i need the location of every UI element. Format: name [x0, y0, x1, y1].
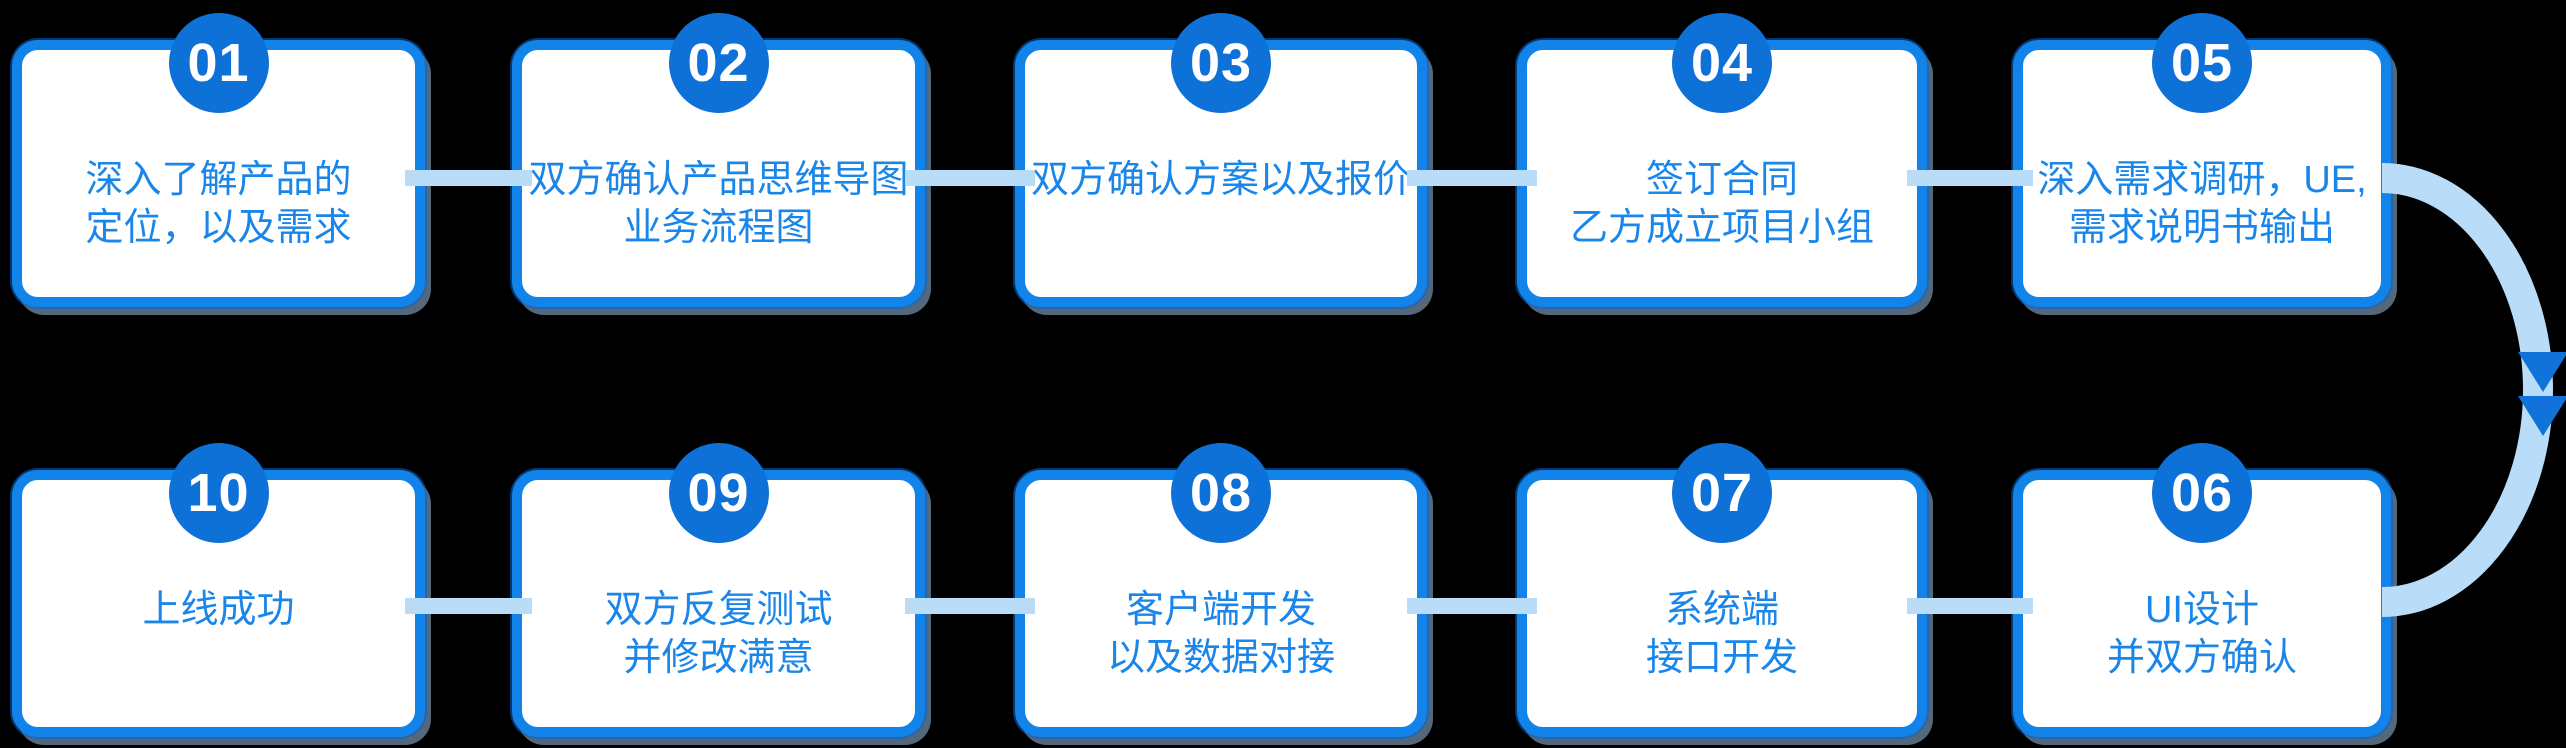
step-card-02: 02 双方确认产品思维导图 业务流程图	[512, 13, 925, 307]
connector-line	[1907, 170, 2033, 186]
step-text-line: 双方确认方案以及报价	[1030, 159, 1411, 201]
step-text-line: 乙方成立项目小组	[1569, 207, 1874, 249]
step-text-line: 接口开发	[1645, 637, 1798, 679]
step-text: 双方反复测试 并修改满意	[522, 586, 915, 682]
step-card-07: 07 系统端 接口开发	[1517, 443, 1927, 737]
step-text-line: 双方确认产品思维导图	[528, 159, 909, 201]
arrow-head-icon	[2518, 352, 2566, 392]
connector-line	[1407, 598, 1537, 614]
step-text-line: 并双方确认	[2106, 637, 2297, 679]
step-number-badge: 08	[1171, 443, 1271, 543]
step-text: 客户端开发 以及数据对接	[1025, 586, 1417, 682]
connector-line	[405, 598, 532, 614]
connector-line	[1907, 598, 2033, 614]
step-text-line: UI设计	[2144, 589, 2259, 631]
step-card-03: 03 双方确认方案以及报价	[1015, 13, 1427, 307]
step-card-09: 09 双方反复测试 并修改满意	[512, 443, 925, 737]
step-number-badge: 03	[1171, 13, 1271, 113]
step-number-badge: 05	[2152, 13, 2252, 113]
step-card-10: 10 上线成功	[12, 443, 425, 737]
step-text-line: 上线成功	[142, 589, 295, 631]
loop-arrow-curve	[2381, 163, 2553, 617]
step-text-line: 定位，以及需求	[85, 207, 352, 249]
step-text: 系统端 接口开发	[1527, 586, 1917, 682]
step-text-line: 深入需求调研，UE,	[2037, 159, 2367, 201]
step-number-badge: 09	[668, 443, 769, 543]
step-number-badge: 02	[668, 13, 769, 113]
step-text-line: 深入了解产品的	[85, 159, 352, 201]
step-card-01: 01 深入了解产品的 定位，以及需求	[12, 13, 425, 307]
step-text-line: 需求说明书输出	[2068, 207, 2335, 249]
connector-line	[1407, 170, 1537, 186]
step-text: 深入了解产品的 定位，以及需求	[22, 156, 415, 252]
step-number-badge: 04	[1672, 13, 1772, 113]
step-text: 上线成功	[22, 586, 415, 634]
step-card-05: 05 深入需求调研，UE, 需求说明书输出	[2013, 13, 2391, 307]
step-text-line: 签订合同	[1645, 159, 1798, 201]
step-text: UI设计 并双方确认	[2023, 586, 2381, 682]
step-number-badge: 06	[2152, 443, 2252, 543]
step-number-badge: 10	[168, 443, 269, 543]
step-text: 深入需求调研，UE, 需求说明书输出	[2023, 156, 2381, 252]
step-text-line: 业务流程图	[623, 207, 814, 249]
step-number-badge: 01	[168, 13, 269, 113]
step-text: 双方确认产品思维导图 业务流程图	[522, 156, 915, 252]
connector-line	[905, 598, 1035, 614]
step-text-line: 以及数据对接	[1106, 637, 1335, 679]
step-card-06: 06 UI设计 并双方确认	[2013, 443, 2391, 737]
step-card-08: 08 客户端开发 以及数据对接	[1015, 443, 1427, 737]
step-text: 签订合同 乙方成立项目小组	[1527, 156, 1917, 252]
connector-line	[905, 170, 1035, 186]
step-text-line: 双方反复测试	[604, 589, 833, 631]
step-card-04: 04 签订合同 乙方成立项目小组	[1517, 13, 1927, 307]
step-number-badge: 07	[1672, 443, 1772, 543]
arrow-head-icon	[2518, 396, 2566, 436]
step-text-line: 客户端开发	[1125, 589, 1316, 631]
step-text: 双方确认方案以及报价	[1025, 156, 1417, 204]
step-text-line: 并修改满意	[623, 637, 814, 679]
step-text-line: 系统端	[1664, 589, 1779, 631]
connector-line	[405, 170, 532, 186]
